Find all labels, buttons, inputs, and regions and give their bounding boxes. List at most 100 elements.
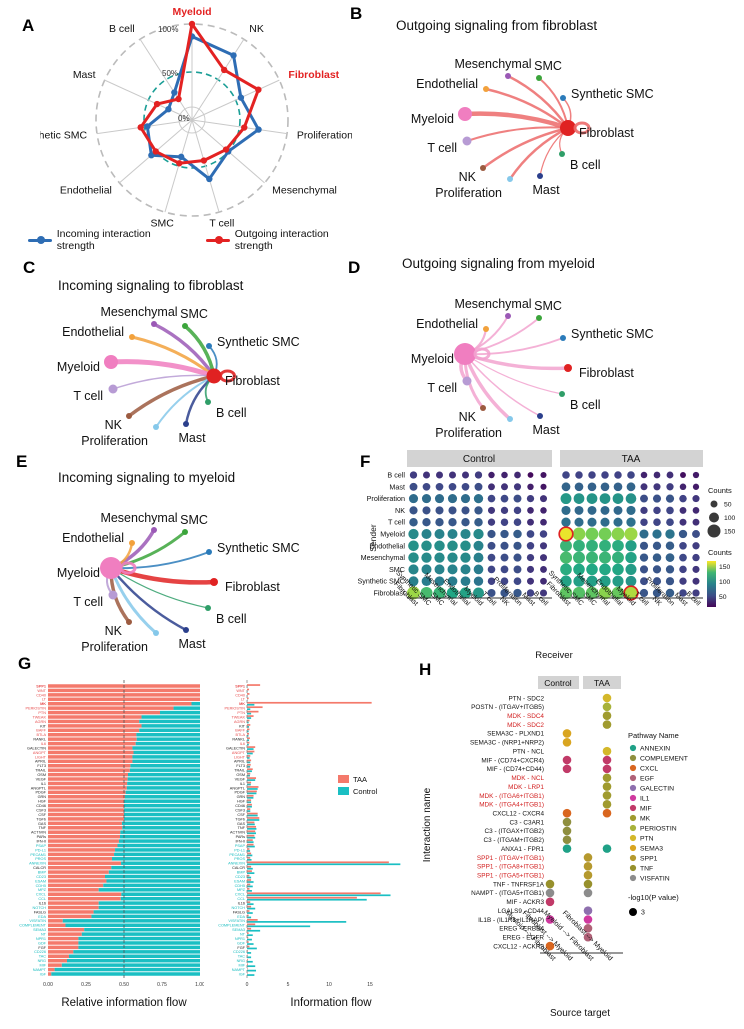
dot-taa bbox=[653, 506, 661, 515]
radar-chart: MyeloidNKFibroblastProliferationMesenchy… bbox=[40, 6, 352, 228]
radar-vertex bbox=[148, 152, 155, 159]
pathway-label: GAS bbox=[38, 822, 46, 826]
dot-taa bbox=[626, 482, 636, 492]
relflow-bar-control bbox=[124, 808, 200, 812]
radar-tick-50: 50% bbox=[162, 69, 178, 78]
size-legend-title: Counts bbox=[708, 486, 732, 495]
pathway-label: CD226 bbox=[34, 950, 46, 954]
dot-taa bbox=[665, 577, 675, 586]
network-node-label: Endothelial bbox=[62, 531, 124, 545]
relflow-bar-taa bbox=[48, 879, 107, 883]
relflow-bar-control bbox=[112, 857, 200, 861]
dot-control bbox=[540, 471, 547, 479]
pathway-label: SEMA3 bbox=[232, 928, 245, 932]
pathway-label: NT bbox=[41, 933, 47, 937]
relflow-bar-control bbox=[93, 910, 200, 914]
pathway-label: TWEAK bbox=[32, 715, 46, 719]
panel-letter-a: A bbox=[22, 16, 35, 35]
dot-taa bbox=[562, 471, 570, 479]
dot-taa bbox=[679, 577, 687, 585]
dot-control bbox=[433, 587, 446, 599]
dot-control bbox=[513, 494, 522, 503]
infoflow-bar-taa bbox=[247, 799, 252, 802]
infoflow-bar-taa bbox=[247, 879, 252, 881]
dot-taa bbox=[559, 551, 573, 564]
legend-outgoing-label: Outgoing interaction strength bbox=[234, 228, 329, 252]
network-node-myeloid bbox=[458, 107, 472, 121]
infoflow-bar-control bbox=[247, 836, 256, 839]
relflow-bar-taa bbox=[48, 892, 122, 896]
pathway-label: BMP bbox=[38, 870, 47, 874]
infoflow-bar-taa bbox=[247, 888, 250, 890]
radar-vertex bbox=[177, 153, 185, 161]
pathway-label: LT bbox=[42, 698, 47, 702]
pathway-legend-label: TNF bbox=[640, 866, 653, 873]
legend-label: Control bbox=[353, 787, 378, 796]
infoflow-bar-taa bbox=[247, 781, 252, 784]
dot-taa bbox=[560, 493, 572, 505]
dot-taa bbox=[572, 527, 586, 541]
relflow-bar-taa bbox=[48, 706, 174, 710]
relflow-bar-taa bbox=[48, 932, 82, 936]
dot-taa bbox=[614, 471, 622, 479]
infoflow-bar-taa bbox=[247, 843, 254, 846]
dot-control bbox=[434, 552, 445, 563]
relflow-bar-taa bbox=[48, 843, 118, 848]
infoflow-bar-control bbox=[247, 929, 261, 932]
relflow-bar-control bbox=[117, 843, 200, 848]
infoflow-bar-control bbox=[247, 757, 250, 759]
interaction-dot-ptn bbox=[602, 693, 612, 703]
infoflow-bar-taa bbox=[247, 839, 253, 841]
relflow-bar-taa bbox=[48, 701, 192, 706]
pathway-label: ACTIVIN bbox=[31, 831, 46, 835]
dot-control bbox=[447, 576, 458, 587]
pathway-label: VISFATIN bbox=[29, 919, 46, 923]
pathway-legend-dot bbox=[629, 864, 637, 872]
pathway-label: ANNEXIN bbox=[228, 862, 245, 866]
infoflow-bar-control bbox=[247, 956, 252, 959]
dot-taa bbox=[561, 482, 571, 492]
interaction-label: IL1B - (IL1R1+IL1RAP) bbox=[478, 917, 544, 924]
network-node-mast bbox=[537, 413, 543, 419]
dot-control bbox=[473, 564, 484, 575]
infoflow-bar-taa bbox=[247, 803, 252, 806]
relflow-bar-taa bbox=[48, 746, 133, 750]
relflow-bar-taa bbox=[48, 870, 109, 874]
relflow-bar-control bbox=[62, 919, 200, 923]
dot-taa bbox=[560, 539, 572, 552]
network-node-label: Mesenchymal bbox=[454, 297, 531, 311]
pathway-label: RANKL bbox=[33, 738, 46, 742]
dot-control bbox=[539, 542, 548, 550]
infoflow-bar-taa bbox=[247, 763, 251, 766]
dot-control bbox=[409, 506, 418, 515]
network-node-label: B cell bbox=[216, 612, 247, 626]
dot-control bbox=[500, 577, 509, 585]
dot-taa bbox=[585, 586, 599, 600]
pathway-label: PSAP bbox=[235, 844, 246, 848]
pathway-label: EDA bbox=[38, 915, 46, 919]
pathway-label: GAS bbox=[237, 822, 245, 826]
network-node-label: NK bbox=[105, 624, 123, 638]
infoflow-bar-taa bbox=[247, 750, 255, 753]
interaction-label: C3 - C3AR1 bbox=[510, 819, 545, 826]
dot-taa bbox=[625, 551, 637, 564]
interaction-dot-il1 bbox=[583, 915, 593, 924]
radar-series-outgoing bbox=[139, 22, 260, 165]
sender-label: Fibroblast bbox=[373, 589, 405, 598]
pathway-label: CD46 bbox=[235, 804, 245, 808]
interaction-label: SEMA3C - PLXND1 bbox=[487, 731, 544, 738]
relflow-bar-control bbox=[78, 941, 200, 945]
network-self-loop bbox=[573, 121, 591, 135]
dot-control bbox=[447, 564, 458, 575]
dot-taa bbox=[613, 482, 623, 492]
network-node-label: Mesenchymal bbox=[454, 57, 531, 71]
dot-control bbox=[514, 471, 521, 479]
network-node-label: SMC bbox=[180, 307, 208, 321]
pathway-legend-label: IL1 bbox=[640, 796, 650, 803]
information-flow-chart: SPP1WNTCD40LTMKPERIOSTINPTNTWEAKAGRNKITB… bbox=[218, 680, 401, 1009]
dot-taa bbox=[586, 563, 598, 576]
relflow-bar-taa bbox=[48, 790, 126, 795]
infoflow-bar-control bbox=[247, 925, 311, 928]
dot-control bbox=[421, 576, 432, 587]
